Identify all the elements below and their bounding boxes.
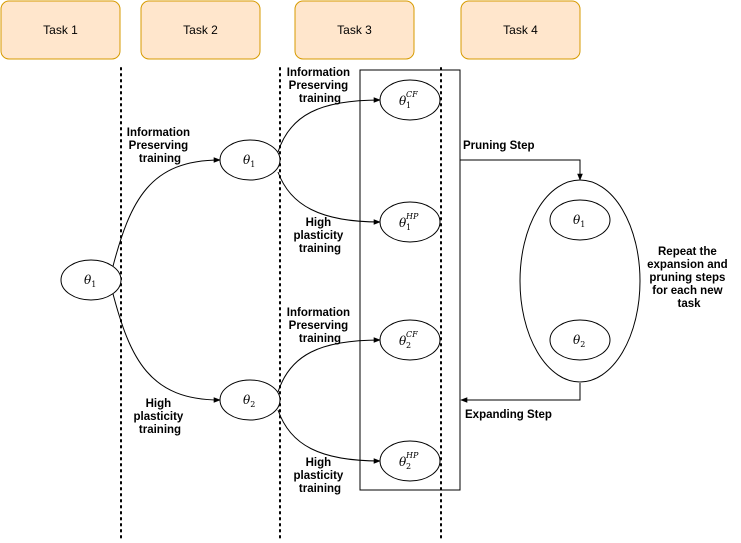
edge-root-to-theta1 (111, 157, 221, 271)
task-label-2: Task 2 (183, 23, 218, 37)
label-repeat-note: Repeat the expansion and pruning steps f… (647, 246, 731, 310)
node-symbol: θ (399, 455, 407, 469)
node-symbol: θ (399, 334, 407, 348)
node-superscript: CF (406, 330, 418, 339)
node-superscript: HP (405, 451, 419, 460)
edge-theta1-to-cf (277, 97, 381, 153)
svg-text:θ1: θ1 (84, 273, 96, 289)
edge-root-to-theta2 (111, 289, 221, 403)
edge-theta1-to-hp (277, 171, 381, 225)
task3-model-frame (359, 69, 461, 491)
node-theta1-hp: θ HP 1 (379, 201, 441, 243)
task-label-4: Task 4 (503, 23, 538, 37)
task-label-1: Task 1 (43, 23, 78, 37)
node-pruned-theta1: θ1 (549, 199, 611, 241)
node-theta2-cf: θ CF 2 (379, 319, 441, 361)
node-subscript: 2 (250, 400, 255, 409)
label-info-preserving-task2: Information Preserving training (127, 127, 193, 165)
node-subscript: 1 (406, 101, 411, 110)
pruned-model-ellipse (519, 179, 641, 383)
node-symbol: θ (84, 273, 92, 287)
edge-theta2-to-cf (277, 337, 381, 393)
svg-text:θ2: θ2 (243, 393, 255, 409)
svg-text:θ1: θ1 (573, 213, 585, 229)
node-theta1-task2: θ1 (219, 139, 281, 181)
node-theta2-hp: θ HP 2 (379, 440, 441, 482)
label-high-plasticity-task3-bottom: High plasticity training (293, 457, 346, 495)
node-theta1-root: θ1 (60, 259, 122, 301)
svg-text:θ2: θ2 (573, 333, 585, 349)
label-high-plasticity-task3-top: High plasticity training (293, 217, 346, 255)
node-subscript: 1 (250, 160, 255, 169)
task-header-4: Task 4 (460, 0, 581, 60)
label-high-plasticity-task2: High plasticity training (133, 398, 186, 436)
node-subscript: 1 (580, 220, 585, 229)
node-subscript: 2 (580, 340, 585, 349)
task-header-1: Task 1 (0, 0, 121, 60)
node-superscript: HP (405, 212, 419, 221)
node-superscript: CF (406, 90, 418, 99)
node-symbol: θ (243, 393, 251, 407)
label-pruning-step: Pruning Step (463, 140, 535, 152)
node-subscript: 1 (91, 280, 96, 289)
svg-text:θ: θ (399, 94, 407, 108)
task-label-3: Task 3 (337, 23, 372, 37)
node-symbol: θ (399, 216, 407, 230)
node-subscript: 2 (406, 341, 411, 350)
pruning-arrow (460, 159, 583, 181)
node-subscript: 1 (406, 223, 411, 232)
node-symbol: θ (243, 153, 251, 167)
svg-text:θ1: θ1 (243, 153, 255, 169)
node-subscript: 2 (406, 462, 411, 471)
svg-text:θ: θ (399, 334, 407, 348)
label-expanding-step: Expanding Step (465, 409, 552, 421)
node-symbol: θ (399, 94, 407, 108)
node-theta2-task2: θ2 (219, 379, 281, 421)
node-theta1-cf: θ CF 1 (379, 79, 441, 121)
node-symbol: θ (573, 333, 581, 347)
task-header-3: Task 3 (294, 0, 415, 60)
edge-theta2-to-hp (277, 409, 381, 464)
task-header-2: Task 2 (140, 0, 261, 60)
node-symbol: θ (573, 213, 581, 227)
svg-text:θ: θ (399, 455, 407, 469)
label-info-preserving-task3-bottom: Information Preserving training (287, 307, 353, 345)
node-pruned-theta2: θ2 (549, 319, 611, 361)
svg-text:θ: θ (399, 216, 407, 230)
label-info-preserving-task3-top: Information Preserving training (287, 67, 353, 105)
expanding-arrow (460, 383, 581, 403)
